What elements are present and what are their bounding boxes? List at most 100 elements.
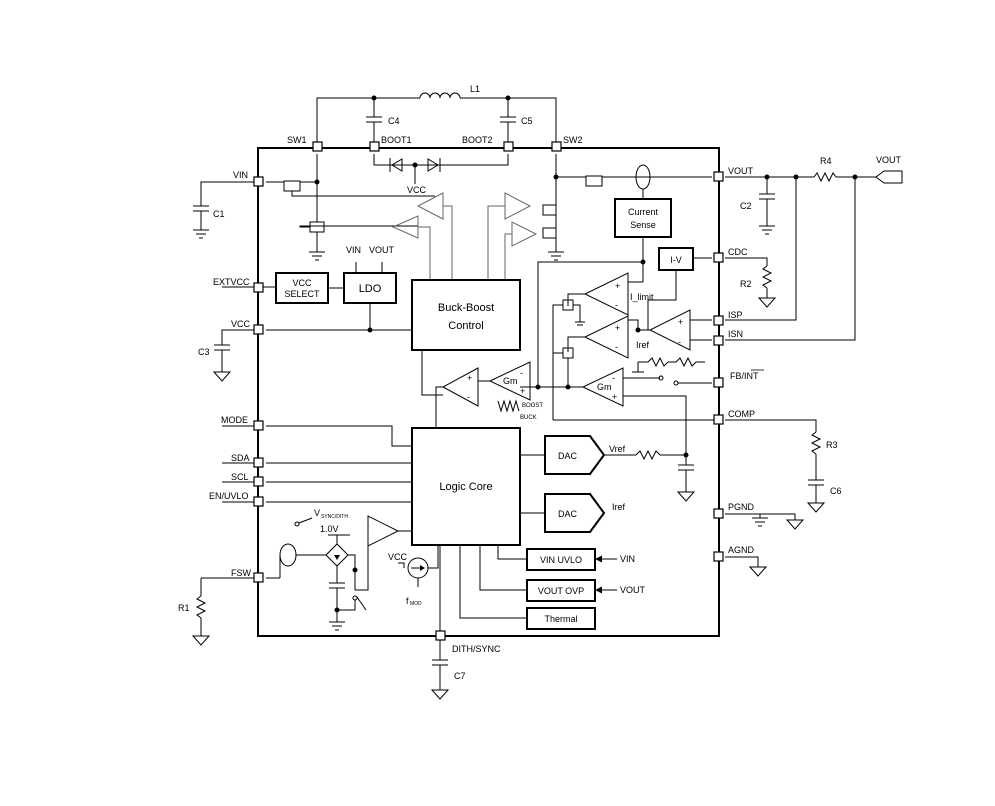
sw2-output-stage: Current Sense	[487, 164, 712, 385]
gm-amp-1[interactable]	[488, 361, 531, 401]
pin-fb-int[interactable]	[713, 377, 724, 388]
current-sense-label-2: Sense	[630, 220, 656, 230]
power-stage: L1 C4 C5 VCC	[314, 84, 559, 232]
pin-pgnd[interactable]	[713, 508, 724, 519]
vcc-select-label-1: VCC	[292, 278, 312, 288]
pin-sda[interactable]	[253, 457, 264, 468]
label-mode: MODE	[221, 415, 248, 425]
label-sda: SDA	[231, 453, 250, 463]
current-sense-block[interactable]	[614, 198, 672, 238]
boot-diode-left	[391, 158, 403, 172]
l1-label: L1	[470, 84, 480, 94]
current-control-amps: + - I_limit + - Iref + - I-V	[552, 247, 712, 420]
amp-iref[interactable]	[583, 315, 629, 359]
c5-label: C5	[521, 116, 533, 126]
ovp-vout-label: VOUT	[620, 585, 646, 595]
pin-en-uvlo[interactable]	[253, 496, 264, 507]
pin-scl[interactable]	[253, 476, 264, 487]
vout-ovp-label: VOUT OVP	[538, 586, 584, 596]
svg-text:+: +	[615, 323, 620, 333]
label-boot1: BOOT1	[381, 135, 412, 145]
pin-sw1[interactable]	[312, 141, 323, 152]
label-vout: VOUT	[728, 166, 754, 176]
buffer-amp[interactable]	[367, 515, 400, 547]
oscillator-section: 1.0V V SYNC/DITH VCC f MOD R1	[178, 508, 439, 646]
svg-text:-: -	[612, 373, 615, 383]
resistor-r3	[810, 431, 822, 455]
svg-text:-: -	[467, 392, 470, 402]
iv-label: I-V	[670, 255, 682, 265]
label-isp: ISP	[728, 310, 743, 320]
c2-label: C2	[740, 201, 752, 211]
gm-amp-2[interactable]	[581, 367, 624, 407]
label-vcc: VCC	[231, 319, 251, 329]
buck-boost-control-block[interactable]	[411, 279, 521, 351]
logic-core-block[interactable]	[411, 427, 521, 546]
dac1-label: DAC	[558, 451, 578, 461]
pin-vout[interactable]	[713, 171, 724, 182]
svg-text:-: -	[615, 300, 618, 310]
current-sense-label-1: Current	[628, 207, 659, 217]
vcc-select-block[interactable]	[275, 272, 329, 304]
pin-extvcc[interactable]	[253, 282, 264, 293]
pin-markers	[253, 141, 724, 641]
thermal-label: Thermal	[544, 614, 577, 624]
pin-fsw[interactable]	[253, 572, 264, 583]
uvlo-vin-label: VIN	[620, 554, 635, 564]
dac2-label: DAC	[558, 509, 578, 519]
label-cdc: CDC	[728, 247, 748, 257]
inductor-l1	[419, 92, 461, 99]
gate-driver-hs2	[504, 192, 532, 220]
pin-comp[interactable]	[713, 414, 724, 425]
label-sw2: SW2	[563, 135, 583, 145]
pin-sw2[interactable]	[551, 141, 562, 152]
fmod-main: f	[406, 596, 409, 606]
label-comp: COMP	[728, 409, 755, 419]
amp-isense[interactable]	[648, 309, 691, 351]
pin-labels: SW1 BOOT1 BOOT2 SW2 VIN EXTVCC VCC MODE …	[209, 135, 764, 654]
ldo-vout-label: VOUT	[369, 245, 395, 255]
vin-uvlo-label: VIN UVLO	[540, 555, 582, 565]
v10-label: 1.0V	[320, 524, 339, 534]
boot-vcc-label: VCC	[407, 185, 427, 195]
fsw-current-coil	[279, 543, 297, 567]
dac-section: DAC DAC Vref Iref	[520, 435, 696, 533]
ldo-label: LDO	[359, 283, 382, 295]
boot-diode-right	[427, 158, 439, 172]
vsync-sub: SYNC/DITH	[321, 514, 348, 520]
svg-text:-: -	[678, 337, 681, 347]
amp-i-limit[interactable]	[583, 272, 629, 316]
dac-iref[interactable]	[544, 493, 606, 533]
pin-dith-sync[interactable]	[435, 630, 446, 641]
fmod-sub: MOD	[410, 601, 422, 607]
c3-label: C3	[198, 347, 210, 357]
c7-label: C7	[454, 671, 466, 681]
protection-section: VIN UVLO VOUT OVP Thermal VIN VOUT	[459, 545, 646, 630]
pin-cdc[interactable]	[713, 252, 724, 263]
ic-outline	[257, 147, 720, 637]
pin-boot2[interactable]	[503, 141, 514, 152]
supply-section: VCC SELECT LDO VIN VOUT C3	[198, 245, 412, 382]
svg-text:-: -	[520, 368, 523, 378]
svg-text:-: -	[615, 342, 618, 352]
pin-vin[interactable]	[253, 176, 264, 187]
pin-isn[interactable]	[713, 335, 724, 346]
pin-mode[interactable]	[253, 420, 264, 431]
vout-terminal-label: VOUT	[876, 155, 902, 165]
fet-hs1	[283, 180, 301, 192]
vin-input-stage: C1	[193, 180, 453, 280]
pin-isp[interactable]	[713, 315, 724, 326]
pin-vcc[interactable]	[253, 324, 264, 335]
svg-text:+: +	[520, 386, 525, 396]
fet-ls1	[309, 221, 325, 233]
label-agnd: AGND	[728, 545, 755, 555]
r4-label: R4	[820, 156, 832, 166]
pwm-comparator[interactable]	[441, 367, 479, 407]
pin-agnd[interactable]	[713, 551, 724, 562]
buck-label: BUCK	[520, 415, 537, 421]
pin-boot1[interactable]	[369, 141, 380, 152]
label-vin: VIN	[233, 170, 248, 180]
label-en-uvlo: EN/UVLO	[209, 491, 249, 501]
dac-vref[interactable]	[544, 435, 606, 475]
